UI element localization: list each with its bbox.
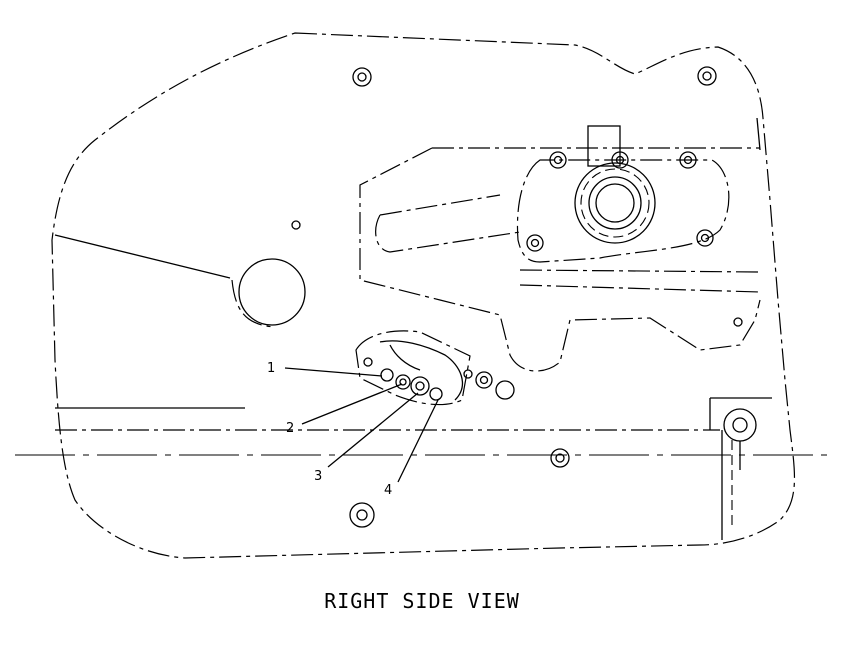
bolt-hole-top-right	[697, 66, 717, 86]
small-hole	[733, 317, 743, 327]
shaft-bearing	[574, 162, 656, 244]
valve-assembly	[355, 330, 515, 406]
housing-outline	[51, 32, 795, 559]
inner-line	[519, 269, 761, 273]
callout-2: 2	[286, 421, 294, 436]
callout-1: 1	[267, 361, 275, 376]
bracket-pivot	[723, 408, 757, 470]
callout-4: 4	[384, 483, 392, 498]
bolt-hole-top-left	[352, 67, 372, 87]
small-hole	[291, 220, 301, 230]
right-bracket	[709, 397, 772, 540]
slot	[375, 194, 521, 253]
cover-tab	[587, 125, 621, 167]
cover-bolts	[526, 151, 714, 252]
callout-3: 3	[314, 469, 322, 484]
cover-plate	[516, 159, 730, 263]
edge-line	[756, 117, 761, 151]
center-housing	[359, 147, 761, 372]
left-panel-edge	[54, 234, 231, 279]
bolt-hole-bottom-center	[550, 448, 570, 468]
bore-boss	[231, 279, 276, 328]
bolt-hole-bottom-left	[349, 502, 375, 528]
view-title: RIGHT SIDE VIEW	[324, 589, 520, 613]
leader-lines	[284, 367, 439, 483]
inner-line	[519, 284, 761, 293]
large-bore	[238, 258, 306, 326]
